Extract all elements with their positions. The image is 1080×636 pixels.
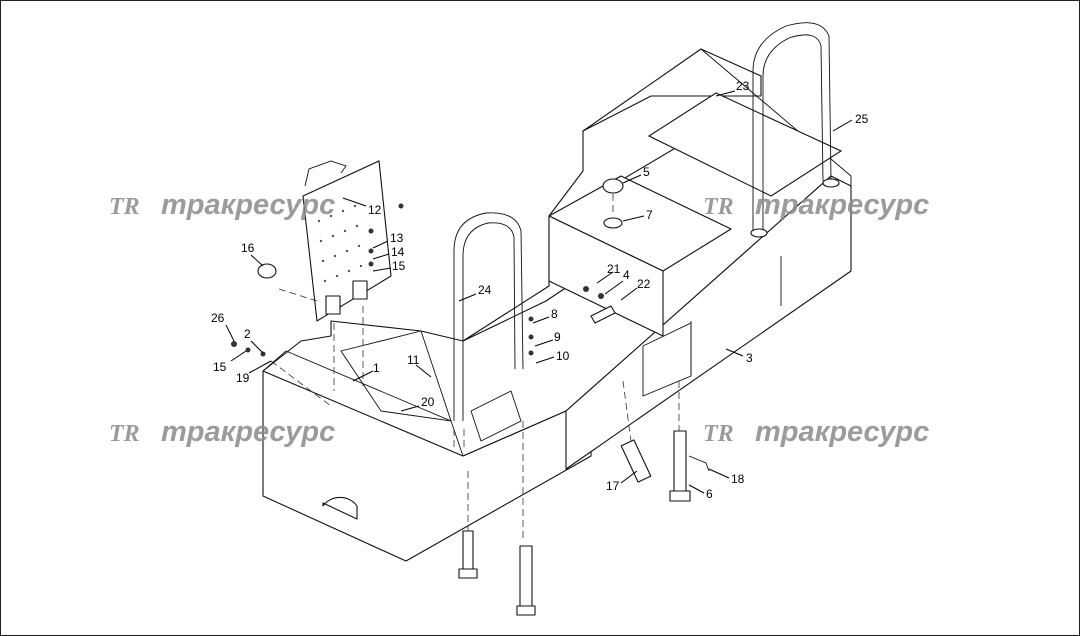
- callout-19: 19: [236, 371, 250, 385]
- watermark-group: TR тракресурс TR тракресурс TR тракресур…: [109, 189, 929, 448]
- callout-leaders: [225, 90, 853, 494]
- callout-26: 26: [211, 311, 225, 325]
- watermark-logo: TR: [703, 194, 734, 220]
- watermark-logo: TR: [109, 421, 140, 447]
- callout-1: 1: [373, 361, 380, 375]
- callout-21: 21: [607, 262, 621, 276]
- callout-18: 18: [731, 472, 745, 486]
- pin-6: [673, 430, 687, 494]
- nut-5: [602, 178, 624, 194]
- watermark-text: тракресурс: [161, 416, 335, 448]
- callout-15-upper: 15: [392, 259, 406, 273]
- hand-rail-24: [453, 212, 524, 421]
- callout-24: 24: [478, 283, 492, 297]
- watermark-text: тракресурс: [755, 416, 929, 448]
- callout-15-lower: 15: [213, 360, 227, 374]
- callout-5: 5: [643, 165, 650, 179]
- callout-13: 13: [390, 231, 404, 245]
- callout-25: 25: [855, 112, 869, 126]
- callout-12: 12: [368, 203, 382, 217]
- callout-2: 2: [244, 327, 251, 341]
- callout-8: 8: [551, 307, 558, 321]
- bolt-lower-left: [462, 530, 474, 572]
- callout-22: 22: [637, 277, 651, 291]
- callout-6: 6: [706, 487, 713, 501]
- pin-22: [590, 305, 616, 324]
- callout-20: 20: [421, 395, 435, 409]
- callout-14: 14: [391, 245, 405, 259]
- watermark-logo: TR: [703, 421, 734, 447]
- callout-7: 7: [646, 208, 653, 222]
- grommet-16: [257, 263, 277, 279]
- counterweight-body: [262, 48, 852, 562]
- hardware-parts: [231, 178, 710, 616]
- callout-16: 16: [241, 241, 255, 255]
- watermark-logo: TR: [109, 194, 140, 220]
- sleeve-17: [620, 439, 652, 483]
- callout-11: 11: [407, 353, 420, 367]
- hand-rail-25: [750, 22, 840, 238]
- washer-7: [603, 217, 623, 229]
- callout-23: 23: [736, 79, 750, 93]
- callout-9: 9: [554, 330, 561, 344]
- callout-10: 10: [556, 349, 570, 363]
- callout-labels: 1 2 3 4 5 6 7 8 9 10 11 12 13 14 15 15 1…: [211, 79, 869, 501]
- watermark-text: тракресурс: [755, 189, 929, 221]
- bolt-lower-center: [519, 545, 533, 609]
- battery-lid-panel: [302, 160, 392, 322]
- callout-4: 4: [623, 268, 630, 282]
- watermark-text: тракресурс: [161, 189, 335, 221]
- callout-3: 3: [746, 351, 753, 365]
- clip-18: [688, 455, 710, 472]
- callout-17: 17: [606, 479, 620, 493]
- assembly-center-lines: [270, 194, 680, 541]
